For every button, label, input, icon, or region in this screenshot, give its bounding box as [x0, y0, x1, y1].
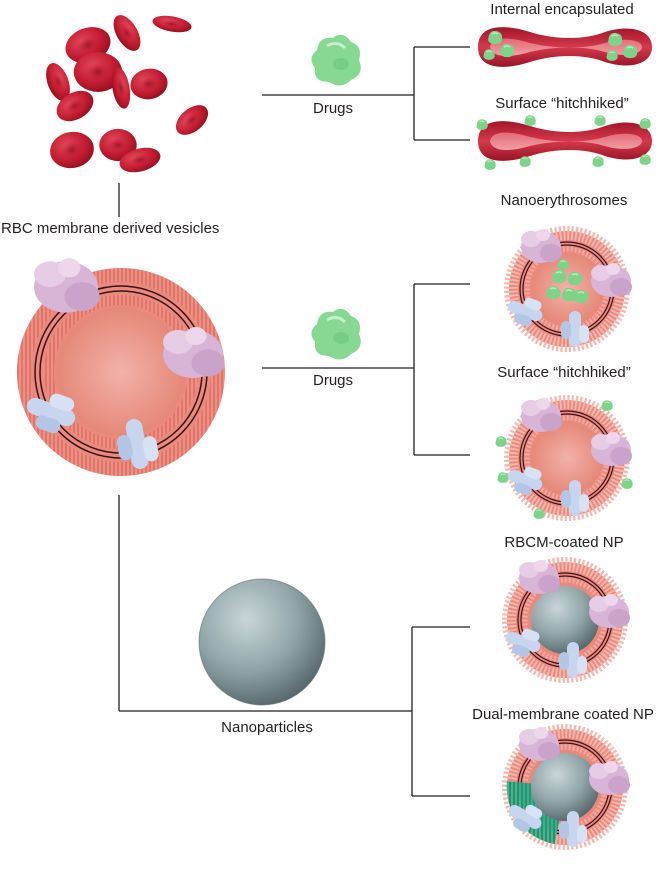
- red-blood-cell-cluster: [41, 10, 214, 177]
- label-nanoparticles: Nanoparticles: [221, 719, 313, 736]
- connector-lines: [118, 46, 470, 797]
- label-dual-membrane-coated-np: Dual-membrane coated NP: [472, 706, 654, 723]
- dual-membrane-coated-nanoparticle: [502, 727, 630, 847]
- label-drugs-middle: Drugs: [312, 372, 354, 389]
- nanoparticle-sphere: [198, 578, 326, 706]
- rbc-internal-encapsulated: [478, 27, 652, 67]
- nanoerythrosome: [503, 229, 632, 347]
- label-surface-hitchhiked-rbc: Surface “hitchhiked”: [495, 95, 629, 112]
- label-rbcm-coated-np: RBCM-coated NP: [504, 534, 624, 551]
- label-internal-encapsulated: Internal encapsulated: [490, 1, 634, 18]
- vesicle-surface-hitchhiked: [494, 398, 634, 519]
- label-rbc-membrane-vesicles: RBC membrane derived vesicles: [1, 220, 220, 237]
- drug-clump-top: [311, 34, 361, 86]
- label-drugs-top: Drugs: [312, 100, 354, 117]
- label-surface-hitchhiked-vesicle: Surface “hitchhiked”: [497, 364, 631, 381]
- label-nanoerythrosomes: Nanoerythrosomes: [500, 192, 628, 209]
- large-rbc-vesicle: [17, 258, 225, 476]
- rbc-surface-hitchhiked: [475, 114, 652, 171]
- drug-clump-middle: [311, 308, 361, 360]
- rbcm-coated-nanoparticle: [501, 560, 630, 678]
